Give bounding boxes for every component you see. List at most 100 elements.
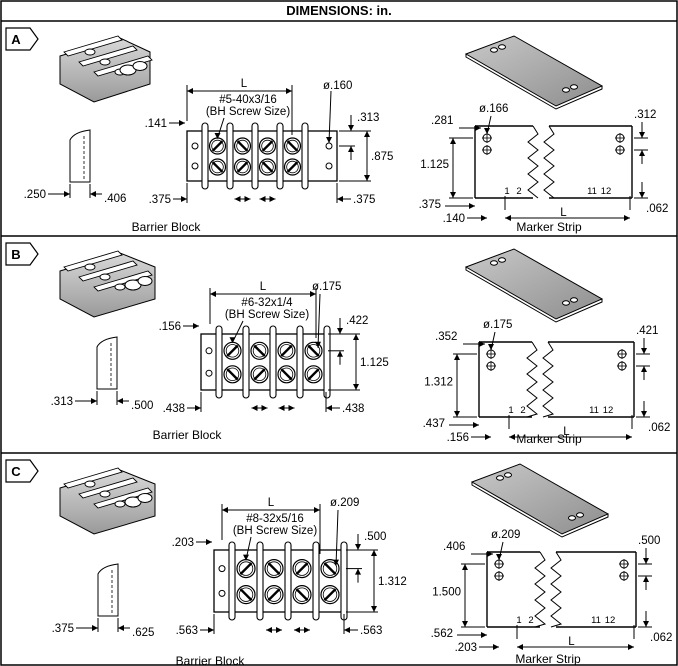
screw-slot [253, 368, 266, 381]
arrowhead [485, 434, 491, 440]
end-mount-hole [191, 162, 199, 170]
screw-slot [226, 344, 239, 357]
barrier-fin [93, 270, 153, 292]
strip-hole-edge-label: .156 [447, 432, 469, 444]
arrowhead [222, 507, 228, 513]
strip-edge [465, 267, 603, 323]
arrowhead [276, 627, 282, 633]
position-number: 1 [504, 186, 509, 197]
plate-hole [498, 257, 506, 263]
arrowhead [251, 405, 258, 411]
left-end-label: .375 [149, 194, 171, 206]
strip-hole-right-label: .312 [634, 109, 656, 121]
marker-strip-isometric [464, 248, 604, 323]
arrowhead [261, 405, 268, 411]
arrowhead [234, 196, 241, 202]
arrowhead [266, 627, 272, 633]
right-end-label: .375 [353, 194, 375, 206]
position-number: 1 [508, 405, 513, 416]
arrowhead [364, 175, 370, 181]
screw-rim [236, 139, 249, 153]
screw-rim [286, 139, 299, 153]
arrowhead [454, 354, 460, 360]
arrowhead [639, 150, 645, 156]
arrowhead [639, 192, 645, 198]
screw-size-note: (BH Screw Size) [206, 106, 291, 118]
barrier-fin [63, 250, 123, 272]
barrier-post [276, 122, 284, 190]
arrowhead [206, 539, 212, 545]
screw-slot [295, 562, 309, 576]
end-mount-hole [218, 565, 226, 573]
mount-hole-iso [137, 493, 153, 503]
arrowhead [193, 323, 199, 329]
edge-to-hole-label: .203 [172, 537, 194, 549]
end-mount-hole [205, 369, 213, 377]
plate-hole [496, 475, 504, 481]
barrier-fin [78, 477, 138, 499]
barrier-outline [96, 336, 118, 390]
arrowhead [641, 348, 647, 354]
header-title: DIMENSIONS: in. [286, 3, 391, 18]
screw-slot [239, 588, 253, 602]
strip-length-label: L [560, 207, 567, 219]
position-number: 12 [605, 615, 616, 626]
leader-line [335, 509, 339, 566]
arrowhead [641, 411, 647, 417]
arrowhead [337, 350, 343, 357]
marker-strip-isometric [470, 463, 610, 538]
barrier-post [301, 122, 309, 190]
screw-rim [225, 367, 240, 382]
strip-hole-edge-label: .203 [455, 642, 477, 654]
barrier-depth-label: .500 [131, 400, 153, 412]
arrowhead [628, 644, 634, 650]
arrowhead [91, 398, 97, 404]
barrier-block-front-view: L#6-32x1/4(BH Screw Size).156ø.175.4221.… [159, 281, 389, 415]
end-mount-hole [191, 142, 199, 150]
arrowhead [641, 366, 647, 372]
barrier-block-front-view: L#8-32x5/16(BH Screw Size).203ø.209.5001… [172, 497, 407, 637]
screw-rim [322, 587, 338, 602]
screw-slot [307, 368, 320, 381]
arrowhead [488, 344, 494, 350]
screw-slot [286, 140, 299, 152]
plate-hole [570, 84, 578, 90]
arrowhead [473, 422, 479, 428]
strip-bottom-label: .062 [650, 632, 672, 644]
barrier-post [215, 325, 223, 399]
screw-slot [211, 161, 224, 173]
screw-slot [239, 562, 253, 576]
strip-hole-right-label: .421 [636, 325, 658, 337]
arrowhead [315, 341, 321, 348]
arrowhead [288, 405, 295, 411]
right-end-label: .438 [342, 403, 364, 415]
strip-length-label: L [568, 636, 575, 648]
barrier-block-isometric [59, 35, 153, 103]
screw-slot [236, 140, 249, 152]
plate-hole [490, 260, 498, 266]
barrier-thickness-label: .313 [51, 396, 73, 408]
strip-bottom-label: .062 [648, 422, 670, 434]
strip-top-label: .406 [443, 541, 465, 553]
leader-line [317, 293, 321, 348]
plate-hole [498, 44, 506, 50]
screw-size-label: #8-32x5/16 [246, 513, 304, 525]
strip-hole-diameter-label: ø.166 [479, 103, 508, 115]
screw-rim [225, 344, 240, 358]
screw-slot [280, 344, 293, 357]
screw-rim [266, 561, 282, 576]
strip-length-label: L [563, 426, 570, 438]
end-mount-hole [325, 162, 333, 170]
arrowhead [278, 405, 285, 411]
position-number: 12 [603, 405, 614, 416]
screw-rim [306, 344, 321, 358]
screw-slot [267, 562, 281, 576]
plate-hole [504, 472, 512, 478]
arrowhead [243, 554, 249, 561]
screw-rim [211, 139, 224, 153]
hole-offset-label: .422 [346, 315, 368, 327]
barrier-block-front-view: L#5-40x3/16(BH Screw Size).141ø.160.313.… [145, 78, 394, 206]
